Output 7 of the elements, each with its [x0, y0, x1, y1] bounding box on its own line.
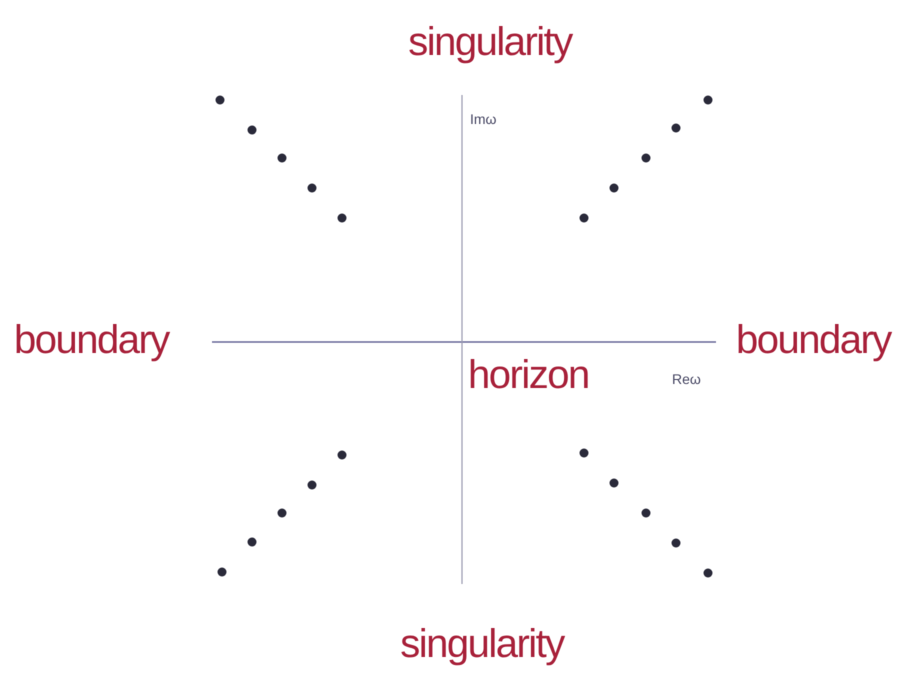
axis-label: Imω	[470, 112, 496, 126]
axis-label: Reω	[672, 372, 701, 386]
region-label: singularity	[408, 22, 572, 62]
region-label: boundary	[736, 320, 891, 360]
region-label: singularity	[400, 624, 564, 664]
region-label: boundary	[14, 320, 169, 360]
region-label: horizon	[468, 355, 589, 395]
